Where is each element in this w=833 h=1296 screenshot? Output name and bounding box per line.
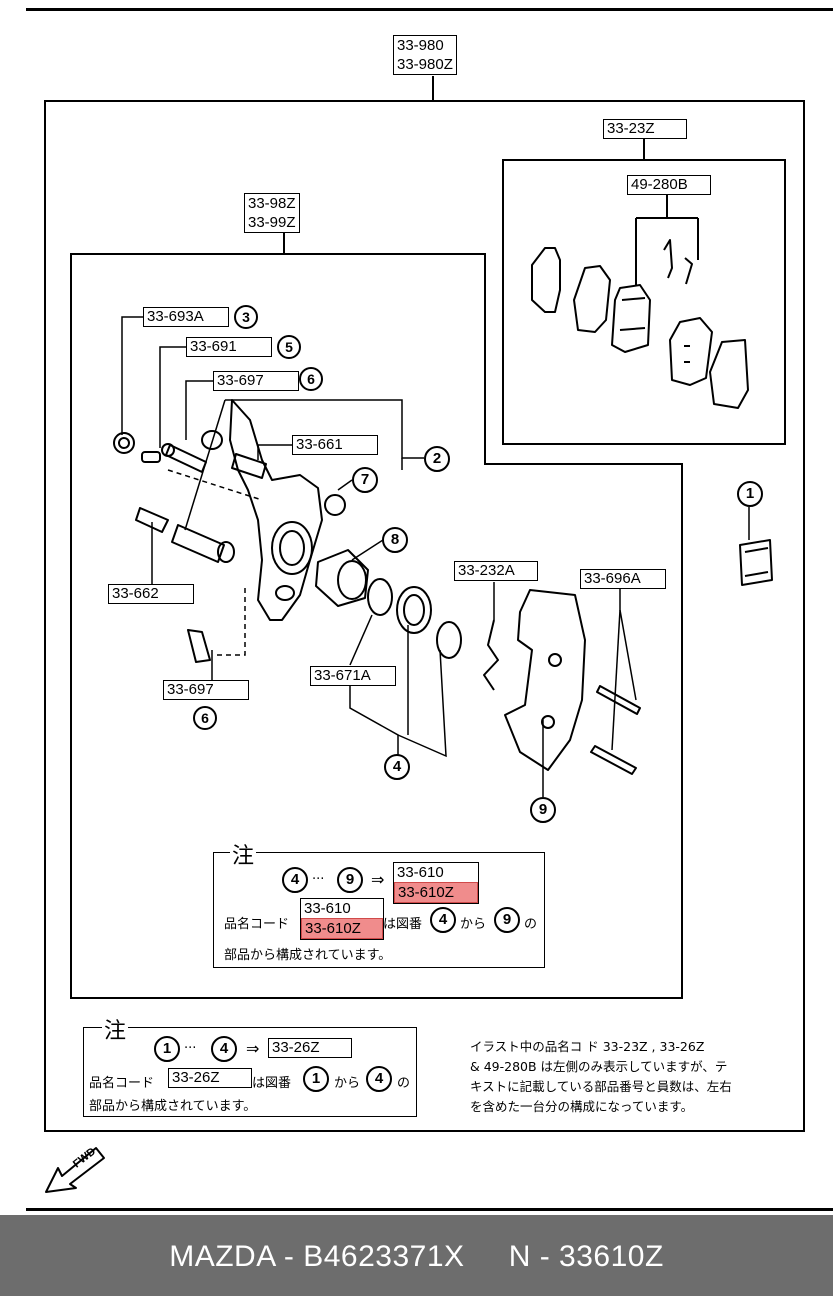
bleeder-5	[141, 451, 161, 463]
outer-note-to-2: 4	[366, 1066, 392, 1092]
shim-inner-left	[573, 265, 611, 333]
inner-note-no: の	[524, 917, 538, 932]
outer-frame	[44, 100, 805, 1132]
bolt-6a	[165, 444, 207, 473]
inner-note-code-2-highlight: 33-610Z	[394, 882, 478, 903]
shim-outer-left	[531, 247, 561, 313]
boot-6	[201, 430, 223, 450]
caliper-frame	[70, 253, 683, 999]
label-33-662: 33-662	[108, 584, 194, 604]
outer-note-line3: 部品から構成されています。	[89, 1099, 257, 1114]
inner-note-part-box: 33-610 33-610Z	[300, 898, 384, 940]
bushing-3	[113, 432, 135, 454]
inner-note-code-box: 33-610 33-610Z	[393, 862, 479, 904]
inner-note-line3: 部品から構成されています。	[224, 948, 392, 963]
caliper-bracket	[504, 589, 586, 771]
outer-note-code: 33-26Z	[268, 1038, 352, 1058]
side-note-line1: イラスト中の品名コ ド 33-23Z , 33-26Z	[470, 1039, 705, 1054]
outer-note-dots: ···	[184, 1041, 197, 1056]
inner-note-part-1: 33-610	[304, 900, 351, 917]
inner-note-from-2: 4	[430, 907, 456, 933]
fwd-arrow-icon	[45, 1147, 105, 1193]
inner-note-to-2: 9	[494, 907, 520, 933]
pad-clip	[663, 239, 693, 285]
dust-boot	[396, 586, 432, 634]
label-33-693a: 33-693A	[143, 307, 229, 327]
callout-5: 5	[277, 335, 301, 359]
outer-note-mid: は図番	[252, 1076, 292, 1091]
callout-7: 7	[352, 467, 378, 493]
side-note-line3: キストに記載している部品番号と員数は、左右	[470, 1079, 732, 1094]
label-33-232a: 33-232A	[454, 561, 538, 581]
parts-diagram	[44, 76, 805, 1132]
bolt-6b	[187, 629, 211, 663]
callout-2: 2	[424, 446, 450, 472]
label-top-assembly: 33-980 33-980Z	[393, 35, 457, 75]
footer-bar	[0, 1215, 833, 1296]
bolt-692	[171, 524, 225, 563]
side-note-line2: & 49-280B は左側のみ表示していますが、テ	[470, 1059, 728, 1074]
guide-pin-upper	[596, 685, 641, 715]
outer-note-kara: から	[334, 1076, 361, 1091]
footer-rule	[26, 1208, 833, 1211]
label-33-697-upper: 33-697	[213, 371, 299, 391]
piston-8	[315, 549, 369, 607]
top-rule	[26, 8, 833, 11]
shim-right	[709, 339, 749, 409]
inner-note-from: 4	[282, 867, 308, 893]
callout-8: 8	[382, 527, 408, 553]
pad-icon-1	[739, 539, 773, 586]
inner-note-heading: 注	[230, 838, 257, 870]
callout-4: 4	[384, 754, 410, 780]
callout-6-upper: 6	[299, 367, 323, 391]
outer-note-arrow: ⇒	[246, 1039, 260, 1058]
label-33-671a: 33-671A	[310, 666, 396, 686]
outer-note-prefix: 品名コード	[89, 1076, 155, 1091]
top-assembly-code-1: 33-980	[397, 37, 444, 54]
label-pad-set: 33-23Z	[603, 119, 687, 139]
inner-note-to: 9	[337, 867, 363, 893]
callout-9: 9	[530, 797, 556, 823]
boot-7	[324, 494, 346, 516]
brake-pad-right	[669, 317, 713, 386]
side-note-line4: を含めた一台分の構成になっています。	[470, 1099, 694, 1114]
label-33-691: 33-691	[186, 337, 272, 357]
caliper-code-1: 33-98Z	[248, 195, 296, 212]
callout-1: 1	[737, 481, 763, 507]
outer-note-heading: 注	[102, 1013, 129, 1045]
callout-3: 3	[234, 305, 258, 329]
caliper-housing	[229, 399, 323, 621]
label-33-696a: 33-696A	[580, 569, 666, 589]
outer-note-from: 1	[154, 1036, 180, 1062]
pin-662	[135, 507, 169, 533]
caliper-code-2: 33-99Z	[248, 214, 296, 231]
label-33-697-lower: 33-697	[163, 680, 249, 700]
brake-pad-left	[611, 284, 651, 353]
footer-part-number: MAZDA - B4623371X N - 33610Z	[169, 1240, 664, 1273]
inner-note-kara: から	[460, 917, 487, 932]
label-pad-subset: 49-280B	[627, 175, 711, 195]
top-assembly-code-2: 33-980Z	[397, 56, 453, 73]
outer-note-from-2: 1	[303, 1066, 329, 1092]
label-caliper-assembly: 33-98Z 33-99Z	[244, 193, 300, 233]
guide-pin-lower	[590, 745, 637, 775]
label-33-661: 33-661	[292, 435, 378, 455]
pin-661	[231, 453, 267, 479]
callout-6-lower: 6	[193, 706, 217, 730]
inner-note-dots: ···	[312, 872, 325, 887]
inner-note-mid: は図番	[383, 917, 423, 932]
outer-note-to: 4	[211, 1036, 237, 1062]
inner-note-prefix: 品名コード	[224, 917, 290, 932]
seal-ring	[367, 578, 393, 616]
spring-232	[483, 619, 499, 691]
inner-note-arrow: ⇒	[371, 870, 385, 889]
o-ring	[436, 621, 462, 659]
outer-note-no: の	[397, 1076, 411, 1091]
inner-note-code-1: 33-610	[397, 864, 444, 881]
outer-note-box-code: 33-26Z	[168, 1068, 252, 1088]
inner-note-part-2-highlight: 33-610Z	[301, 918, 383, 939]
